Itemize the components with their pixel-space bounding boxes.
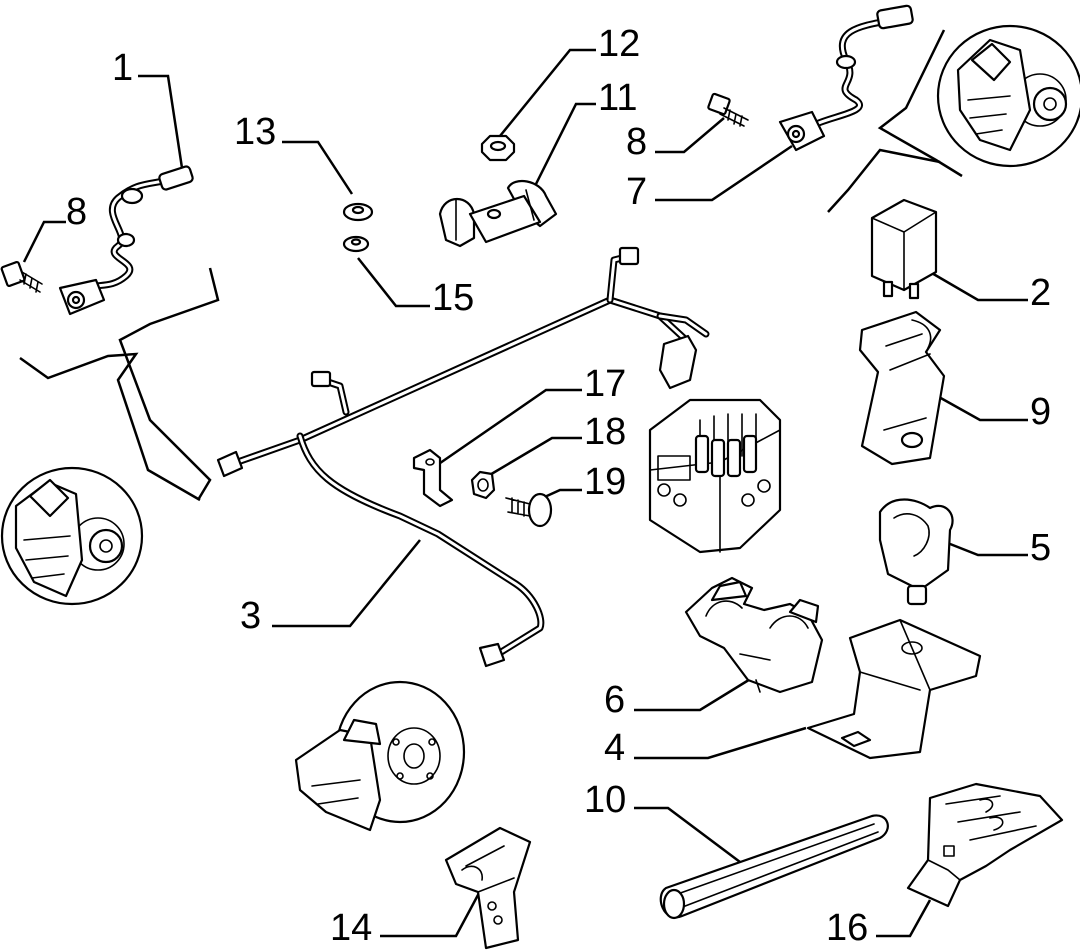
double-clip-6 bbox=[684, 576, 824, 694]
brake-disc-bottom bbox=[294, 680, 466, 832]
bolt-19 bbox=[505, 492, 553, 528]
callout-5: 5 bbox=[1030, 527, 1051, 569]
brake-disc-top-right bbox=[936, 24, 1080, 168]
washer-15 bbox=[342, 235, 370, 253]
protective-sleeve-10 bbox=[659, 814, 889, 920]
callout-18: 18 bbox=[584, 411, 626, 453]
callout-3: 3 bbox=[240, 595, 261, 637]
abs-hydraulic-unit bbox=[648, 398, 782, 554]
leader-lines bbox=[22, 48, 1028, 938]
callout-13: 13 bbox=[234, 111, 276, 153]
bracket-16 bbox=[906, 782, 1064, 908]
bolt-left bbox=[0, 260, 43, 293]
bolt-right bbox=[707, 92, 749, 127]
bracket-17 bbox=[412, 448, 454, 508]
callout-1: 1 bbox=[112, 47, 133, 89]
callout-2: 2 bbox=[1030, 272, 1051, 314]
callout-19: 19 bbox=[584, 461, 626, 503]
double-clip-11 bbox=[438, 179, 558, 248]
relay-2 bbox=[870, 198, 938, 300]
washer-13 bbox=[342, 202, 374, 222]
callout-14: 14 bbox=[330, 907, 372, 949]
sensor-cable-right bbox=[778, 4, 914, 152]
callout-11: 11 bbox=[598, 77, 637, 119]
callout-17: 17 bbox=[584, 363, 626, 405]
callout-10: 10 bbox=[584, 779, 626, 821]
wiring-harness-3 bbox=[216, 246, 710, 668]
callout-7: 7 bbox=[626, 171, 647, 213]
callout-4: 4 bbox=[604, 727, 625, 769]
callout-8-right: 8 bbox=[626, 121, 647, 163]
section-break-lines bbox=[19, 29, 963, 502]
clip-5 bbox=[878, 498, 954, 606]
bracket-4 bbox=[806, 618, 982, 760]
callout-15: 15 bbox=[432, 277, 474, 319]
nut-18 bbox=[470, 470, 496, 500]
bracket-14 bbox=[444, 826, 532, 950]
callout-12: 12 bbox=[598, 23, 640, 65]
callout-9: 9 bbox=[1030, 391, 1051, 433]
brake-disc-left bbox=[0, 466, 144, 606]
callout-6: 6 bbox=[604, 679, 625, 721]
clip-9 bbox=[858, 310, 946, 466]
callout-labels: 1 2 3 4 5 6 7 8 8 9 10 11 12 13 14 15 16… bbox=[66, 23, 1051, 949]
callout-8-left: 8 bbox=[66, 191, 87, 233]
sensor-cable-left bbox=[58, 165, 194, 316]
nut-12 bbox=[480, 134, 516, 162]
callout-16: 16 bbox=[826, 907, 868, 949]
